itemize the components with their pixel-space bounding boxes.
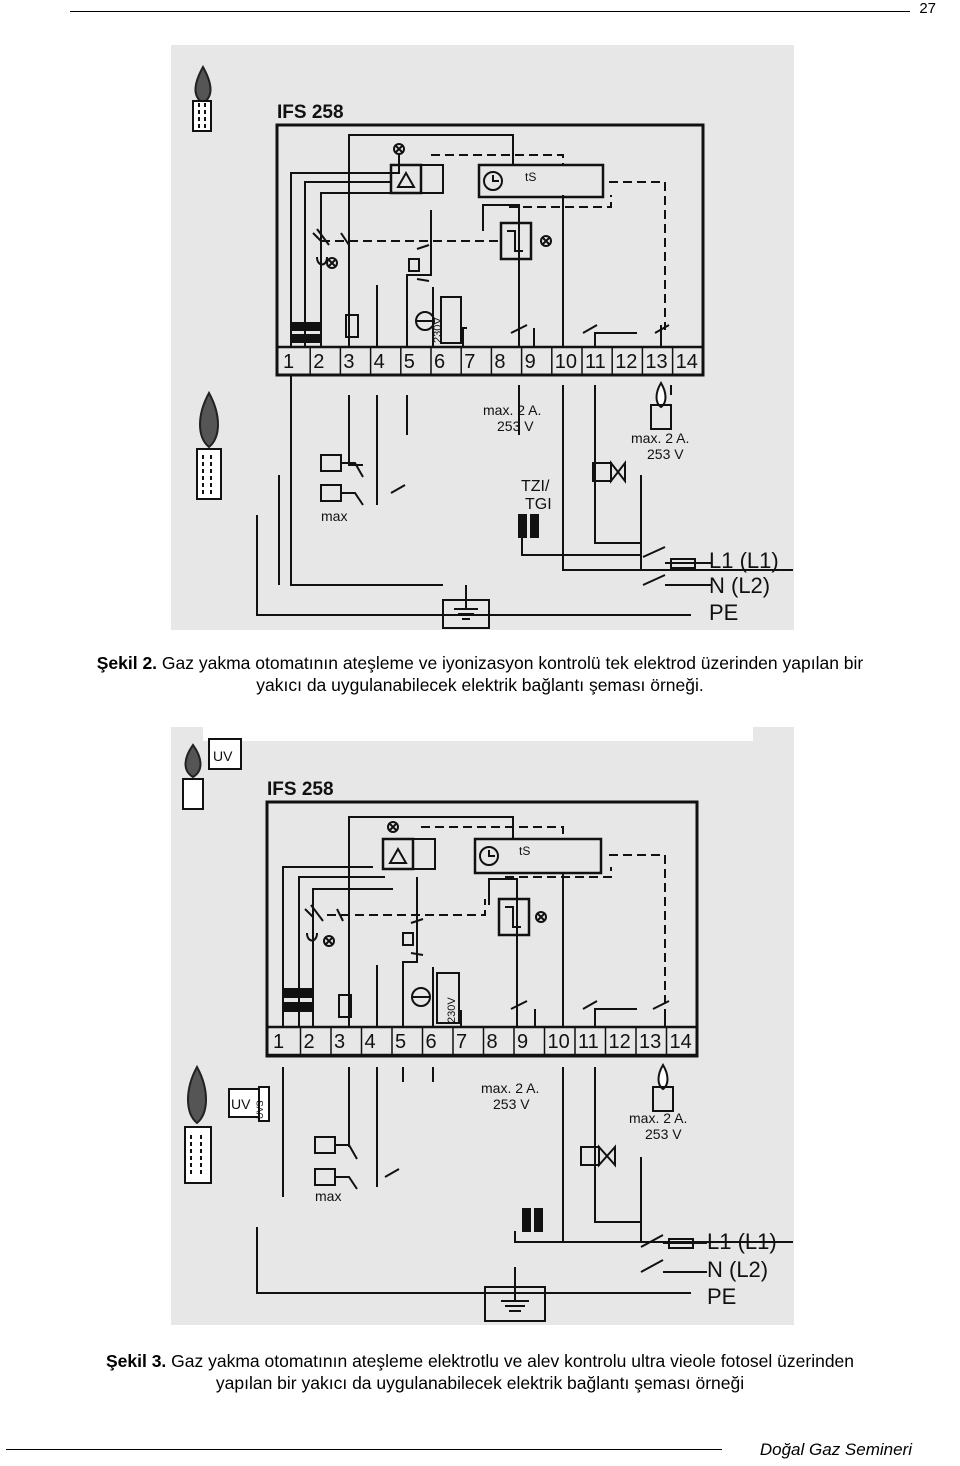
terminal-number: 3 xyxy=(334,1031,345,1053)
svg-text:UV: UV xyxy=(231,1096,251,1112)
wiring-diagram-ionization-svg: IFS 258 230V tS max. 2 A. 253 V max. 2 A… xyxy=(192,64,793,629)
footer-title: Doğal Gaz Semineri xyxy=(759,1440,912,1459)
terminal-number: 12 xyxy=(609,1031,631,1053)
terminal-number: 1 xyxy=(283,351,294,373)
svg-text:max. 2 A.: max. 2 A. xyxy=(481,1080,539,1096)
terminal-number: 13 xyxy=(645,351,667,373)
device-label: IFS 258 xyxy=(277,102,344,123)
terminal-number: 11 xyxy=(578,1031,599,1053)
flame-icon xyxy=(199,390,219,449)
svg-text:230V: 230V xyxy=(446,997,458,1023)
svg-text:230V: 230V xyxy=(432,317,444,343)
terminal-number: 10 xyxy=(548,1031,570,1053)
svg-text:tS: tS xyxy=(525,170,536,184)
svg-text:max. 2 A.: max. 2 A. xyxy=(629,1110,687,1126)
svg-text:tS: tS xyxy=(519,844,530,858)
svg-text:253 V: 253 V xyxy=(493,1096,530,1112)
wiring-diagram-uv: UV IFS 258 230V tS UV UVS max. 2 A. 253 … xyxy=(171,727,794,1325)
device-label: IFS 258 xyxy=(267,779,334,800)
svg-text:L1 (L1): L1 (L1) xyxy=(709,548,779,573)
terminal-number: 2 xyxy=(313,351,324,373)
terminal-number: 6 xyxy=(434,351,445,373)
flame-icon xyxy=(194,64,212,105)
svg-text:253 V: 253 V xyxy=(645,1126,682,1142)
svg-text:max. 2 A.: max. 2 A. xyxy=(483,402,541,418)
page-number: 27 xyxy=(919,0,936,17)
svg-text:TGI: TGI xyxy=(525,496,552,513)
terminal-number: 10 xyxy=(555,351,577,373)
terminal-number: 6 xyxy=(426,1031,437,1053)
terminal-number: 5 xyxy=(395,1031,406,1053)
svg-text:PE: PE xyxy=(709,600,738,625)
svg-text:N (L2): N (L2) xyxy=(709,573,770,598)
terminal-number: 4 xyxy=(374,351,385,373)
flame-icon xyxy=(187,1064,207,1125)
footer-rule xyxy=(6,1449,722,1450)
svg-text:253 V: 253 V xyxy=(497,418,534,434)
terminal-number: 9 xyxy=(517,1031,528,1053)
svg-text:UV: UV xyxy=(213,748,233,764)
figure-caption-1: Şekil 2. Gaz yakma otomatının ateşleme v… xyxy=(96,653,864,695)
svg-text:max. 2 A.: max. 2 A. xyxy=(631,430,689,446)
terminal-number: 9 xyxy=(525,351,536,373)
terminal-number: 7 xyxy=(464,351,475,373)
svg-text:PE: PE xyxy=(707,1284,736,1309)
terminal-number: 3 xyxy=(343,351,354,373)
svg-text:UVS: UVS xyxy=(255,1100,265,1119)
svg-text:253 V: 253 V xyxy=(647,446,684,462)
terminal-number: 7 xyxy=(456,1031,467,1053)
header-rule xyxy=(70,11,910,12)
wiring-diagram-ionization: IFS 258 230V tS max. 2 A. 253 V max. 2 A… xyxy=(171,45,794,630)
svg-text:max: max xyxy=(321,508,347,524)
svg-text:L1 (L1): L1 (L1) xyxy=(707,1229,777,1254)
svg-text:TZI/: TZI/ xyxy=(521,478,550,495)
terminal-number: 8 xyxy=(487,1031,498,1053)
terminal-number: 5 xyxy=(404,351,415,373)
flame-icon xyxy=(184,743,202,779)
terminal-number: 8 xyxy=(494,351,505,373)
figure-caption-2: Şekil 3. Gaz yakma otomatının ateşleme e… xyxy=(105,1351,855,1393)
terminal-number: 14 xyxy=(670,1031,692,1053)
terminal-number: 13 xyxy=(639,1031,661,1053)
terminal-number: 2 xyxy=(304,1031,315,1053)
terminal-number: 11 xyxy=(585,351,606,373)
terminal-number: 12 xyxy=(615,351,637,373)
svg-text:max: max xyxy=(315,1188,341,1204)
wiring-diagram-uv-svg: UV IFS 258 230V tS UV UVS max. 2 A. 253 … xyxy=(182,727,793,1322)
terminal-number: 1 xyxy=(273,1031,284,1053)
svg-text:N (L2): N (L2) xyxy=(707,1257,768,1282)
terminal-number: 4 xyxy=(365,1031,376,1053)
terminal-number: 14 xyxy=(676,351,698,373)
